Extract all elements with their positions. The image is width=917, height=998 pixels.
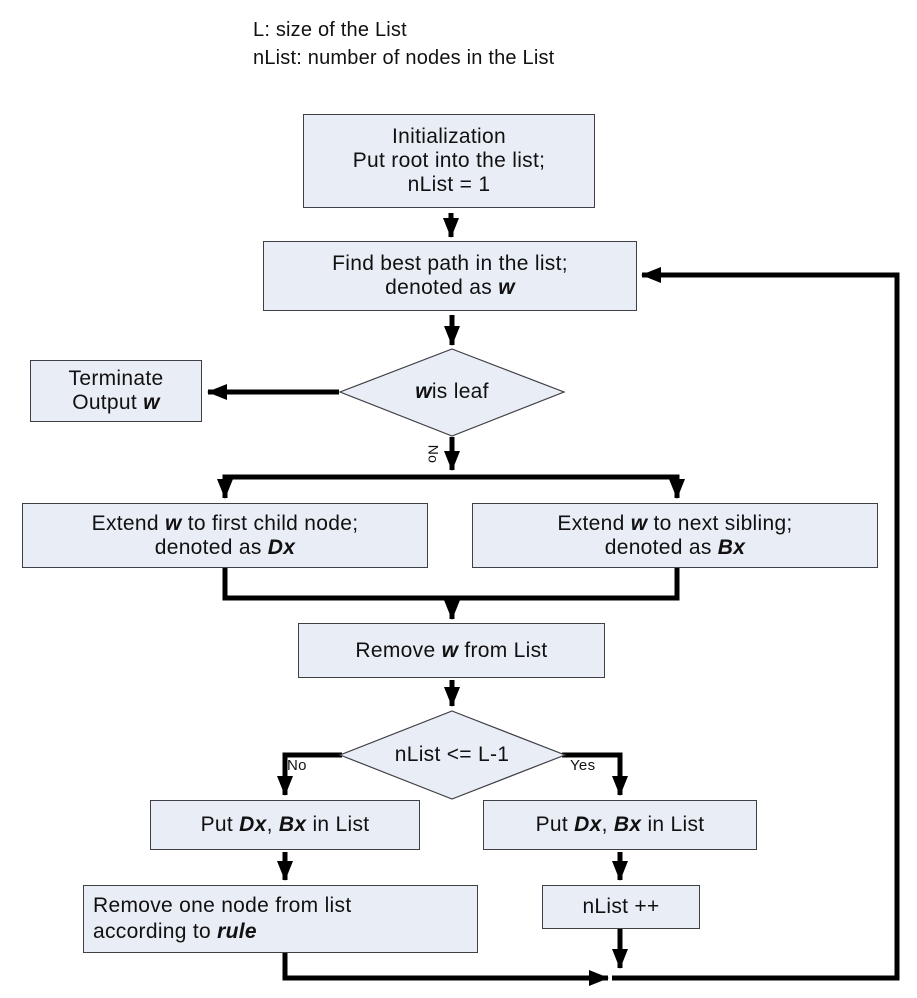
legend: L: size of the List nList: number of nod… bbox=[253, 16, 554, 72]
node-initialization: Initialization Put root into the list; n… bbox=[303, 114, 595, 208]
node-text: Output w bbox=[72, 391, 160, 414]
legend-line-2: nList: number of nodes in the List bbox=[253, 47, 555, 69]
node-text: denoted as Bx bbox=[604, 535, 746, 559]
diamond-w-is-leaf bbox=[338, 348, 566, 437]
node-remove-w-from-list: Remove w from List bbox=[298, 623, 605, 678]
node-extend-next-sibling: Extend w to next sibling; denoted as Bx bbox=[472, 503, 878, 568]
node-nlist-increment: nList ++ bbox=[542, 885, 700, 929]
node-text: according to rule bbox=[93, 920, 257, 943]
node-text: denoted as Dx bbox=[154, 535, 296, 559]
node-text: Extend w to next sibling; bbox=[557, 511, 793, 535]
decision-nlist-label: nList <= L-1 bbox=[394, 743, 510, 766]
node-put-dx-bx-in-list-right: Put Dx, Bx in List bbox=[483, 800, 757, 850]
node-text: Initialization bbox=[392, 125, 506, 148]
node-find-best-path: Find best path in the list; denoted as w bbox=[263, 241, 637, 311]
loop-back-to-find bbox=[612, 267, 900, 981]
node-remove-one-node-by-rule: Remove one node from list according to r… bbox=[83, 885, 478, 953]
node-text: Extend w to first child node; bbox=[91, 511, 359, 535]
node-text: Remove one node from list bbox=[93, 894, 352, 917]
node-text: Put Dx, Bx in List bbox=[200, 813, 370, 836]
path-remove-rule-to-bottom-junction bbox=[282, 953, 609, 986]
edge-label-no-leaf: No bbox=[425, 444, 442, 464]
decision-w-is-leaf-label: w is leaf bbox=[415, 380, 489, 403]
merge-line bbox=[222, 568, 680, 601]
arrow-nlist-decision-yes bbox=[562, 752, 628, 796]
edge-label-yes-full: Yes bbox=[570, 757, 596, 774]
node-extend-first-child: Extend w to first child node; denoted as… bbox=[22, 503, 428, 568]
diamond-nlist-le-l-1 bbox=[338, 710, 567, 800]
node-text: Put root into the list; bbox=[352, 149, 546, 172]
edge-label-no-full: No bbox=[287, 757, 307, 774]
arrow-nlist-decision-no bbox=[277, 752, 342, 796]
node-text: Find best path in the list; bbox=[332, 252, 568, 275]
node-text: nList ++ bbox=[582, 895, 660, 918]
node-text: Remove w from List bbox=[355, 638, 548, 662]
node-text: nList = 1 bbox=[407, 173, 491, 196]
node-put-dx-bx-in-list-left: Put Dx, Bx in List bbox=[150, 800, 420, 850]
node-text: Terminate bbox=[68, 367, 164, 390]
node-text: Put Dx, Bx in List bbox=[535, 813, 705, 836]
legend-line-1: L: size of the List bbox=[253, 19, 407, 41]
node-text: denoted as w bbox=[385, 276, 515, 299]
node-terminate-output: Terminate Output w bbox=[30, 360, 202, 422]
